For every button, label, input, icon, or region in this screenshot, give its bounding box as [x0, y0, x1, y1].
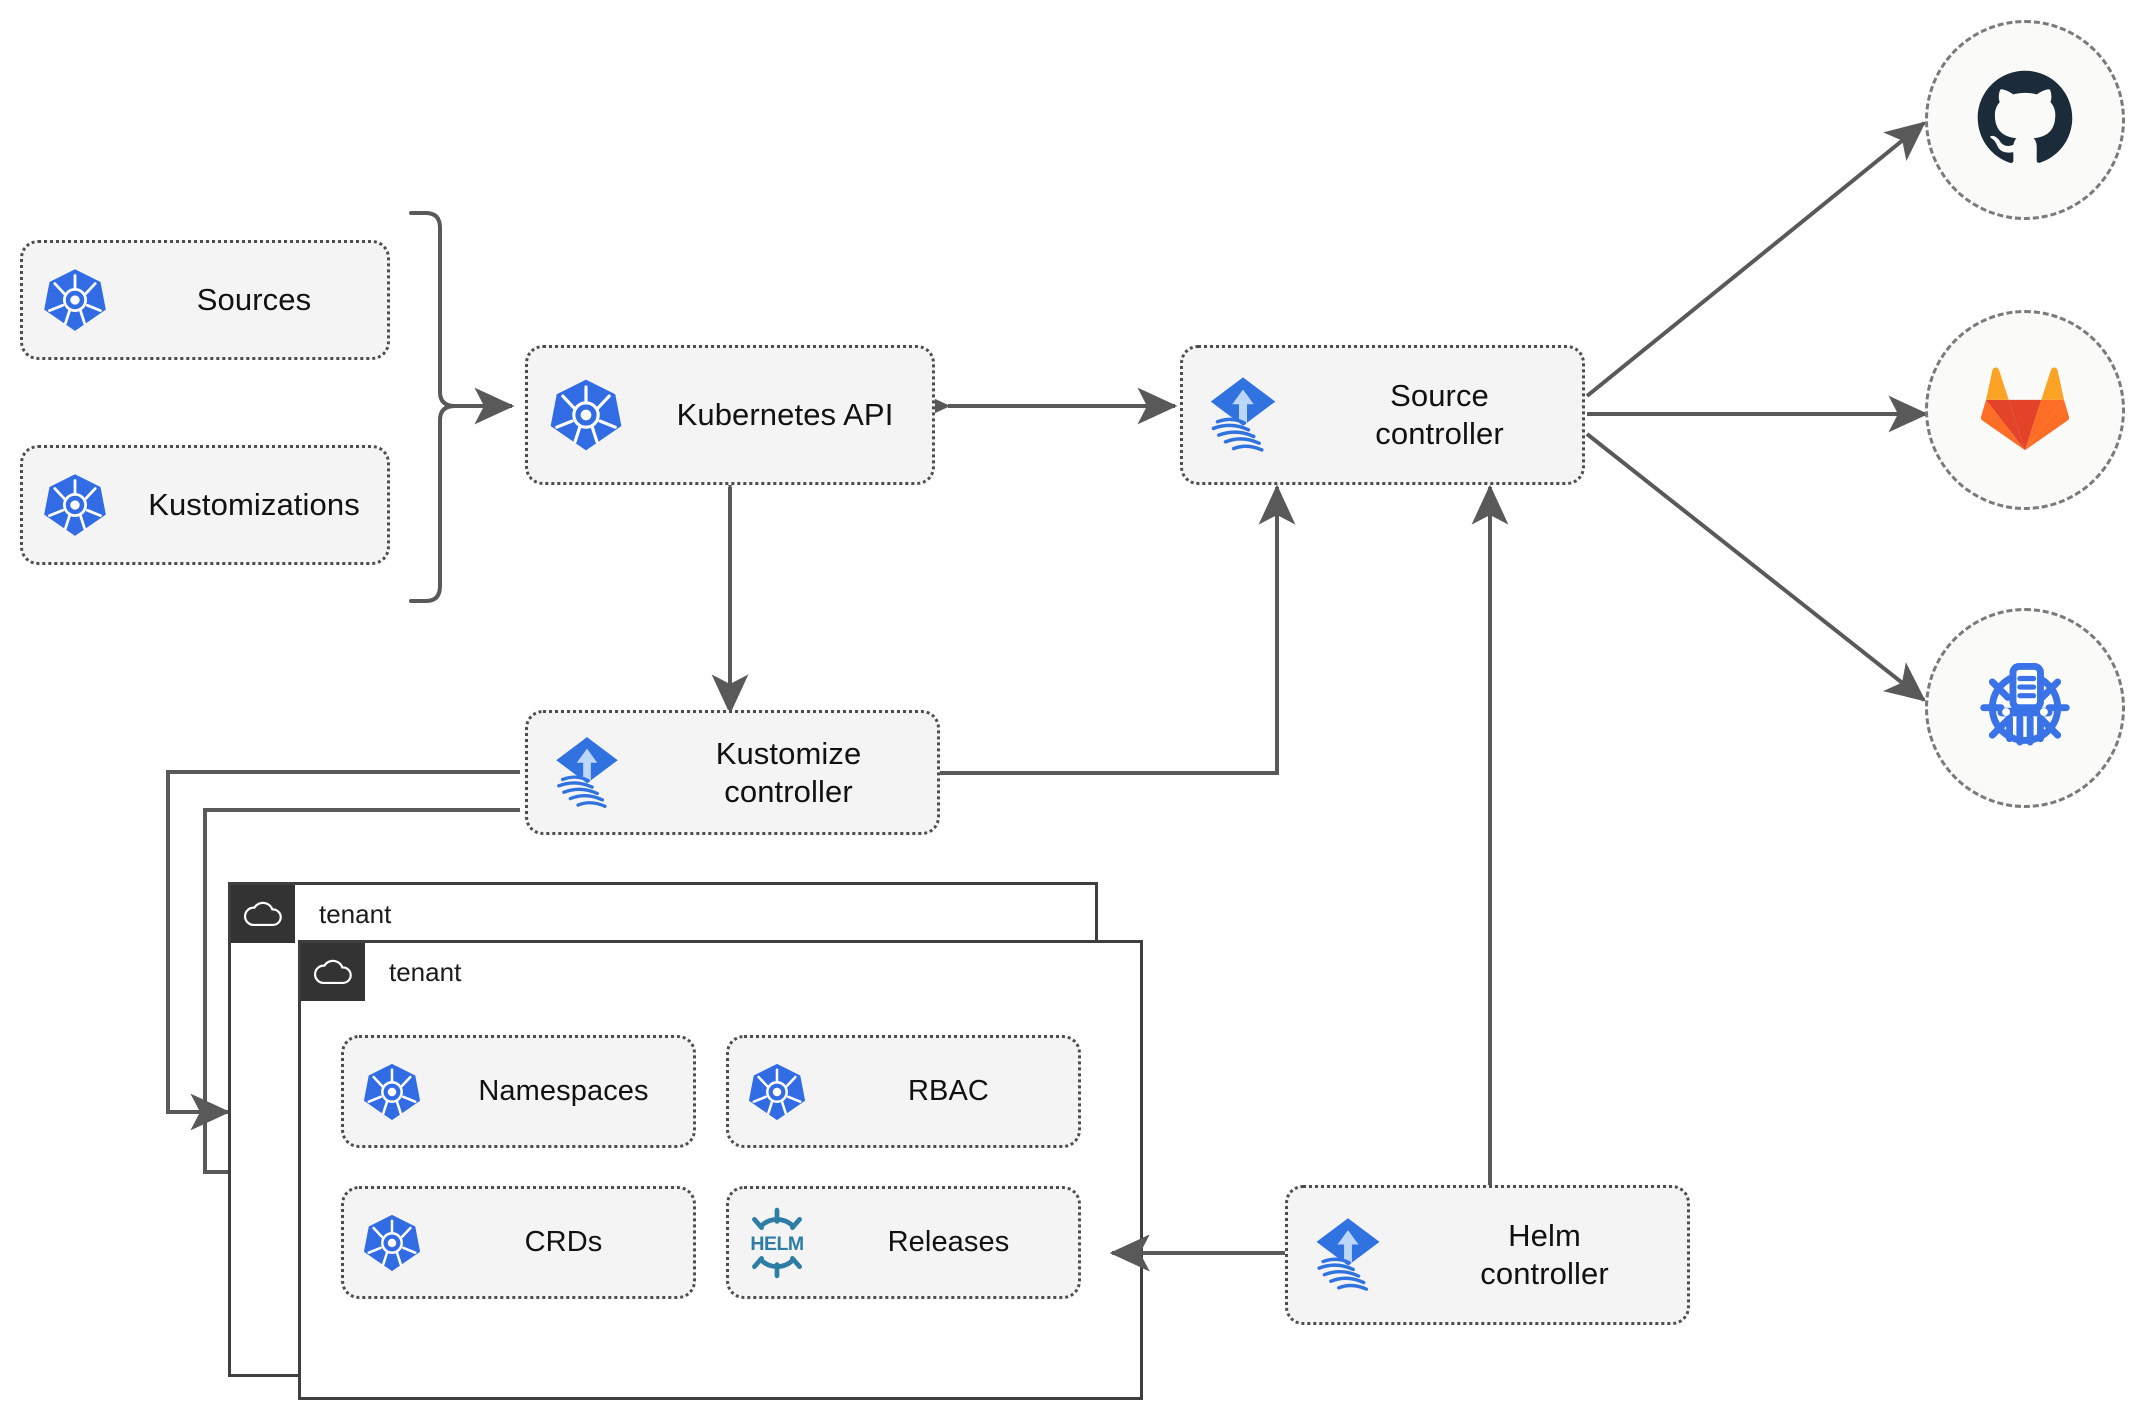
- tenant-resource-label: Releases: [887, 1225, 1010, 1258]
- node-helm-controller[interactable]: Helm controller: [1285, 1185, 1690, 1325]
- node-label: Kustomize controller: [715, 735, 862, 809]
- node-kustomize-controller[interactable]: Kustomize controller: [525, 710, 940, 835]
- node-label: Source controller: [1375, 378, 1504, 451]
- tenant-resource-rbac[interactable]: RBAC: [726, 1035, 1081, 1148]
- kubernetes-icon: [528, 376, 644, 454]
- provider-bucket[interactable]: [1925, 608, 2125, 808]
- cloud-icon: [231, 885, 295, 943]
- tenant-resource-releases[interactable]: HELM Releases: [726, 1186, 1081, 1299]
- helm-icon: HELM: [729, 1206, 825, 1280]
- gitlab-icon: [1973, 356, 2077, 465]
- kubernetes-icon: [729, 1061, 825, 1123]
- resource-box-kustomizations[interactable]: Kustomizations: [20, 445, 390, 565]
- cloud-icon: [301, 943, 365, 1001]
- tenant-resource-label: CRDs: [524, 1225, 603, 1258]
- resource-label: Kustomizations: [148, 487, 360, 523]
- resource-box-sources[interactable]: Sources: [20, 240, 390, 360]
- tenant-resource-label: RBAC: [908, 1074, 989, 1107]
- svg-text:HELM: HELM: [750, 1233, 803, 1255]
- github-icon: [1971, 64, 2079, 177]
- flux-icon: [1183, 372, 1303, 458]
- node-source-controller[interactable]: Source controller: [1180, 345, 1585, 485]
- flux-icon: [1288, 1213, 1408, 1297]
- tenant-resource-label: Namespaces: [478, 1074, 649, 1107]
- tenant-resource-crds[interactable]: CRDs: [341, 1186, 696, 1299]
- tenant-label: tenant: [319, 898, 392, 929]
- kubernetes-icon: [344, 1061, 440, 1123]
- kubernetes-icon: [23, 266, 127, 334]
- tenant-resource-namespaces[interactable]: Namespaces: [341, 1035, 696, 1148]
- tenant-label: tenant: [389, 956, 462, 987]
- resource-label: Sources: [196, 282, 312, 318]
- node-label: Helm controller: [1480, 1218, 1609, 1291]
- flux-icon: [528, 732, 646, 814]
- node-label: Kubernetes API: [676, 397, 894, 433]
- node-kubernetes-api[interactable]: Kubernetes API: [525, 345, 935, 485]
- provider-gitlab[interactable]: [1925, 310, 2125, 510]
- kubernetes-icon: [344, 1212, 440, 1274]
- tenant-container-front[interactable]: tenant Namespaces: [298, 940, 1143, 1400]
- bucket-icon: [1970, 651, 2080, 766]
- kubernetes-icon: [23, 471, 127, 539]
- provider-github[interactable]: [1925, 20, 2125, 220]
